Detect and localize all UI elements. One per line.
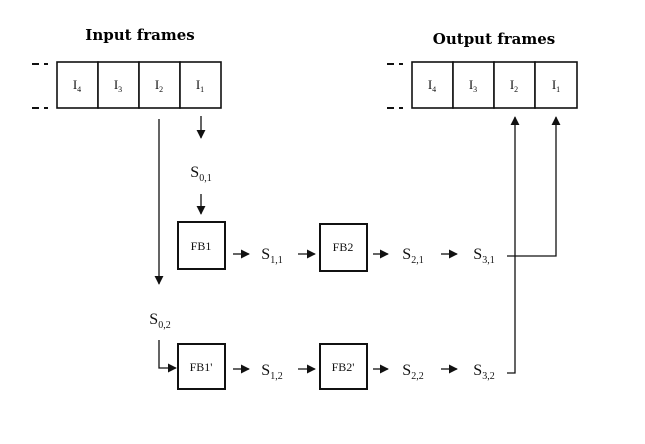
output-frame-buffer: I4 I3 I2 I1 xyxy=(387,61,578,109)
arrow-s32-to-output-i2 xyxy=(507,116,520,374)
signal-s32: S3,2 xyxy=(473,362,494,382)
input-frame-4: I4 xyxy=(73,77,81,94)
input-frame-2: I2 xyxy=(155,77,163,94)
output-frame-4: I4 xyxy=(428,77,436,94)
output-frame-2: I2 xyxy=(510,77,518,94)
fb2p-block xyxy=(319,343,368,390)
input-frame-3: I3 xyxy=(114,77,122,94)
signal-s12: S1,2 xyxy=(261,362,282,382)
fb1p-block xyxy=(177,343,226,390)
arrow-s31-to-output-i1 xyxy=(507,116,561,257)
output-frame-1: I1 xyxy=(552,77,560,94)
arrow-s02-to-fb1p xyxy=(158,340,177,373)
output-frames-title: Output frames xyxy=(433,30,555,48)
signal-s02: S0,2 xyxy=(149,311,170,331)
fb2-block xyxy=(319,223,368,272)
fb1-label: FB1 xyxy=(191,239,212,253)
signal-s21: S2,1 xyxy=(402,246,423,266)
signal-s11: S1,1 xyxy=(261,246,282,266)
input-frame-1: I1 xyxy=(196,77,204,94)
signal-s31: S3,1 xyxy=(473,246,494,266)
fb2p-label: FB2' xyxy=(332,360,355,374)
input-frame-buffer: I4 I3 I2 I1 xyxy=(32,61,222,109)
output-frame-3: I3 xyxy=(469,77,477,94)
fb2-label: FB2 xyxy=(333,240,354,254)
signal-s22: S2,2 xyxy=(402,362,423,382)
fb1p-label: FB1' xyxy=(190,360,213,374)
signal-s01: S0,1 xyxy=(190,164,211,184)
fb1-block xyxy=(177,221,226,270)
input-frames-title: Input frames xyxy=(85,26,194,44)
